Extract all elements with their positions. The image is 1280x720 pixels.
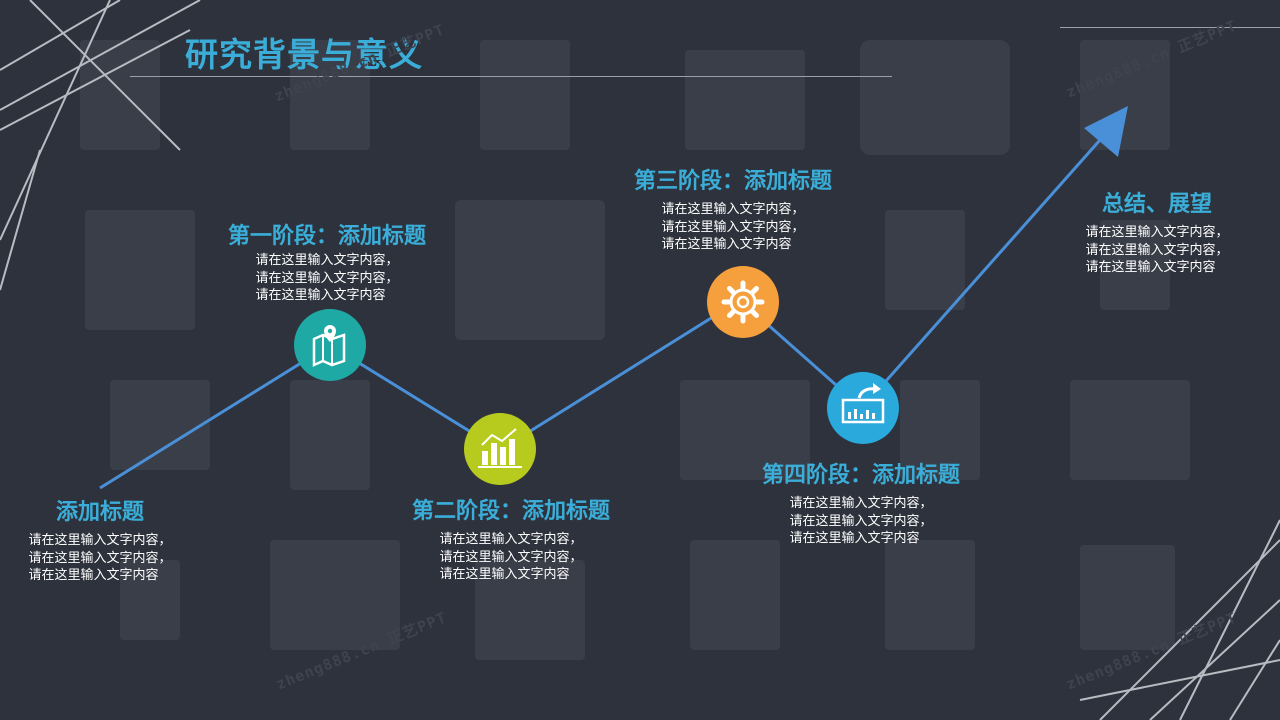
stage-description: 请在这里输入文字内容， 请在这里输入文字内容， 请在这里输入文字内容 — [1085, 224, 1228, 277]
stage-title: 总结、展望 — [1101, 192, 1212, 217]
corner-divider — [1060, 27, 1280, 28]
stage-description: 请在这里输入文字内容， 请在这里输入文字内容， 请在这里输入文字内容 — [28, 532, 171, 585]
description-line: 请在这里输入文字内容， — [28, 550, 172, 566]
map-icon — [312, 325, 346, 367]
stage-description: 请在这里输入文字内容， 请在这里输入文字内容， 请在这里输入文字内容 — [789, 495, 932, 548]
stage-title: 第一阶段：添加标题 — [227, 224, 426, 249]
stage1-node — [294, 309, 366, 381]
stage2-node — [464, 413, 536, 485]
description-line: 请在这里输入文字内容 — [661, 237, 792, 252]
stage-title: 第二阶段：添加标题 — [411, 499, 610, 524]
description-line: 请在这里输入文字内容 — [28, 568, 159, 583]
description-line: 请在这里输入文字内容， — [28, 533, 172, 548]
corner-lines-bottom-right — [1079, 519, 1280, 720]
stage-start: 添加标题 请在这里输入文字内容， 请在这里输入文字内容， 请在这里输入文字内容 — [0, 494, 230, 585]
stage4-node — [827, 372, 899, 444]
bar-chart-icon — [478, 428, 522, 468]
stage-description: 请在这里输入文字内容， 请在这里输入文字内容， 请在这里输入文字内容 — [255, 252, 398, 305]
description-line: 请在这里输入文字内容 — [439, 567, 570, 582]
description-line: 请在这里输入文字内容， — [255, 253, 399, 268]
description-line: 请在这里输入文字内容， — [439, 532, 583, 547]
description-line: 请在这里输入文字内容 — [1085, 260, 1216, 275]
corner-lines-top-left — [0, 0, 201, 291]
background-icons — [80, 40, 1190, 660]
gear-icon — [721, 280, 765, 324]
description-line: 请在这里输入文字内容 — [789, 531, 920, 546]
stage-1: 第一阶段：添加标题 请在这里输入文字内容， 请在这里输入文字内容， 请在这里输入… — [197, 218, 457, 305]
stage-2: 第二阶段：添加标题 请在这里输入文字内容， 请在这里输入文字内容， 请在这里输入… — [381, 493, 641, 584]
stage-description: 请在这里输入文字内容， 请在这里输入文字内容， 请在这里输入文字内容 — [661, 201, 804, 254]
stage3-node — [707, 266, 779, 338]
share-chart-icon — [841, 383, 885, 424]
description-line: 请在这里输入文字内容， — [1085, 242, 1229, 258]
stage-title: 添加标题 — [55, 500, 144, 525]
slide-title: 研究背景与意义 — [185, 35, 423, 74]
stage-3: 第三阶段：添加标题 请在这里输入文字内容， 请在这里输入文字内容， 请在这里输入… — [603, 163, 863, 254]
stage-description: 请在这里输入文字内容， 请在这里输入文字内容， 请在这里输入文字内容 — [439, 531, 582, 584]
description-line: 请在这里输入文字内容， — [661, 219, 805, 235]
process-line — [99, 139, 1102, 490]
description-line: 请在这里输入文字内容， — [661, 202, 805, 217]
stage-end: 总结、展望 请在这里输入文字内容， 请在这里输入文字内容， 请在这里输入文字内容 — [1027, 186, 1280, 277]
stage-4: 第四阶段：添加标题 请在这里输入文字内容， 请在这里输入文字内容， 请在这里输入… — [731, 457, 991, 548]
description-line: 请在这里输入文字内容， — [789, 496, 933, 511]
description-line: 请在这里输入文字内容， — [789, 513, 933, 529]
description-line: 请在这里输入文字内容， — [439, 549, 583, 565]
stage-title: 第四阶段：添加标题 — [761, 463, 960, 488]
stage-title: 第三阶段：添加标题 — [633, 169, 832, 194]
description-line: 请在这里输入文字内容， — [255, 270, 399, 286]
description-line: 请在这里输入文字内容 — [255, 288, 386, 303]
title-divider — [130, 76, 892, 77]
process-arrowhead — [1084, 106, 1128, 157]
description-line: 请在这里输入文字内容， — [1085, 225, 1229, 240]
